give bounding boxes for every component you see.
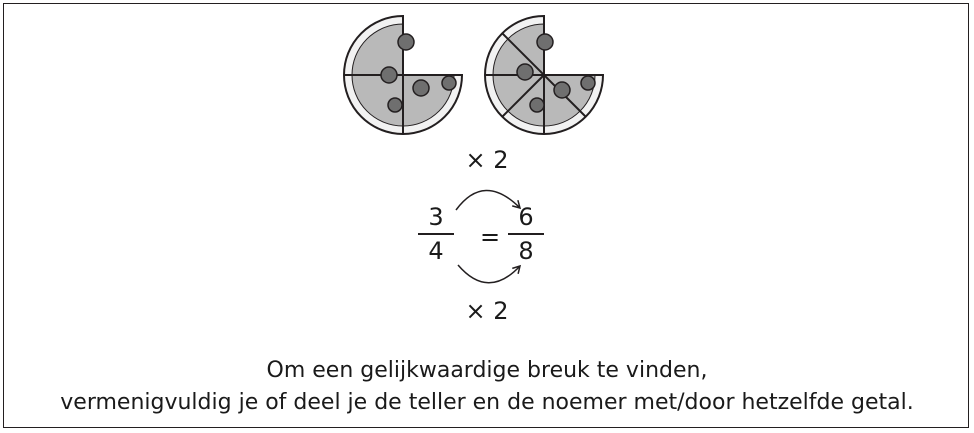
topping [529, 97, 545, 113]
fraction-left: 3 4 [416, 203, 456, 265]
fraction-right: 6 8 [506, 203, 546, 265]
topping [516, 63, 534, 81]
caption-line-2: vermenigvuldig je of deel je de teller e… [60, 390, 914, 415]
fraction-bar [508, 233, 544, 235]
pizza-three-quarters [343, 14, 464, 135]
topping [412, 79, 430, 97]
diagram-frame [3, 3, 969, 428]
arrow-top [455, 189, 522, 211]
fraction-bar [418, 233, 454, 235]
multiplier-top-label: × 2 [465, 146, 509, 174]
topping [397, 33, 415, 51]
numerator: 6 [518, 203, 534, 231]
topping [536, 33, 554, 51]
topping [553, 81, 571, 99]
topping [380, 66, 398, 84]
topping [441, 75, 457, 91]
multiplier-bottom-label: × 2 [465, 297, 509, 325]
topping [580, 75, 596, 91]
denominator: 4 [428, 237, 444, 265]
equals-sign: = [480, 223, 501, 251]
topping [387, 97, 403, 113]
arrow-bottom [457, 264, 522, 284]
denominator: 8 [518, 237, 534, 265]
pizza-sauce [351, 23, 455, 127]
caption-line-1: Om een gelijkwaardige breuk te vinden, [266, 358, 708, 383]
slice-cut [501, 74, 545, 118]
pizza-six-eighths [484, 14, 605, 135]
numerator: 3 [428, 203, 444, 231]
pizza-illustrations [343, 14, 605, 135]
